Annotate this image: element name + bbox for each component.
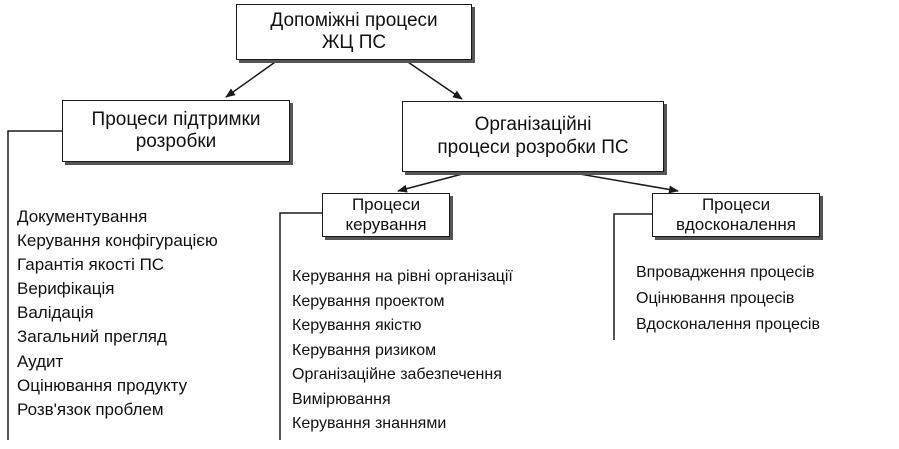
list-item: Валідація [17,303,94,323]
support-title-line2: розробки [135,131,217,152]
support-processes-box: Процеси підтримки розробки [62,100,290,162]
improvement-title-line1: Процеси [701,194,771,214]
bracket-improvement [613,213,652,340]
organizational-processes-box: Організаційні процеси розробки ПС [402,101,664,172]
root-title-line2: ЖЦ ПС [321,32,387,53]
list-item: Керування конфігурацією [17,231,218,251]
support-process-list: Документування Керування конфігурацією Г… [17,205,218,422]
list-item: Оцінювання процесів [636,290,795,307]
list-item: Керування знаннями [292,415,447,432]
list-item: Організаційне забезпечення [292,366,502,383]
list-item: Гарантія якості ПС [17,255,165,275]
improvement-processes-box: Процеси вдосконалення [652,193,820,237]
organizational-title-line2: процеси розробки ПС [437,136,629,158]
support-title-line1: Процеси підтримки [91,108,261,130]
improvement-title-line2: вдосконалення [676,215,796,234]
bracket-support [7,130,62,440]
management-title-line1: Процеси [351,194,421,214]
list-item: Керування проектом [292,292,445,310]
improvement-process-list: Впровадження процесів Оцінювання процесі… [636,260,820,338]
list-item: Вдосконалення процесів [636,316,820,333]
list-item: Керування якістю [292,317,422,334]
list-item: Вимірювання [292,390,391,408]
arrow-root-to-organizational [404,59,463,100]
list-item: Документування [17,207,148,226]
management-processes-box: Процеси керування [322,193,450,237]
bracket-management [279,212,322,440]
root-title-line1: Допоміжні процеси [270,9,438,31]
root-box: Допоміжні процеси ЖЦ ПС [236,4,472,60]
management-process-list: Керування на рівні організації Керування… [292,265,513,437]
organizational-title-line1: Організаційні [474,114,592,136]
list-item: Розв'язок проблем [17,399,164,419]
list-item: Керування ризиком [292,341,437,359]
arrow-org-to-improvement [567,171,679,194]
list-item: Впровадження процесів [636,264,815,281]
list-item: Керування на рівні організації [292,268,513,285]
list-item: Оцінювання продукту [17,375,188,395]
list-item: Верифікація [17,279,115,299]
management-title-line2: керування [345,215,427,234]
arrow-org-to-management [397,171,471,193]
list-item: Загальний прегляд [17,327,167,347]
list-item: Аудит [17,351,64,371]
arrow-root-to-support [225,59,279,98]
